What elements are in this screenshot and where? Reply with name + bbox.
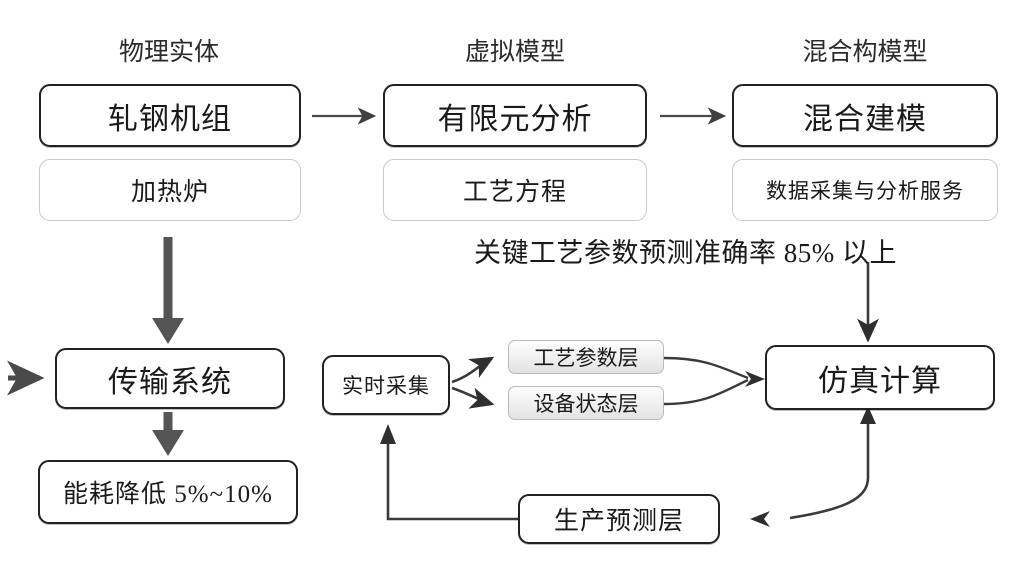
box-process-equation[interactable]: 工艺方程 bbox=[383, 159, 647, 221]
box-rolling-mill[interactable]: 轧钢机组 bbox=[39, 84, 301, 147]
box-energy-reduction-result[interactable]: 能耗降低 5%~10% bbox=[38, 460, 298, 524]
annotation-accuracy-note: 关键工艺参数预测准确率 85% 以上 bbox=[474, 238, 897, 268]
box-production-forecast-layer[interactable]: 生产预测层 bbox=[518, 494, 720, 544]
box-process-parameter-layer[interactable]: 工艺参数层 bbox=[508, 340, 664, 374]
edge-collect-to-process-layer bbox=[451, 356, 495, 384]
edge-equipment-layer-to-simulation bbox=[663, 378, 749, 406]
edge-collect-to-equipment-layer bbox=[451, 386, 495, 409]
box-data-collection-analysis-service[interactable]: 数据采集与分析服务 bbox=[732, 159, 998, 221]
edge-process-layer-to-simulation bbox=[663, 356, 749, 380]
box-transport-system[interactable]: 传输系统 bbox=[55, 348, 285, 409]
box-hybrid-modeling[interactable]: 混合建模 bbox=[732, 84, 998, 147]
edge-simulation-to-forecast bbox=[750, 406, 876, 527]
box-finite-element-analysis[interactable]: 有限元分析 bbox=[383, 84, 647, 147]
edge-forecast-to-collect bbox=[380, 424, 518, 521]
edge-transport-to-energy bbox=[152, 412, 184, 456]
column-header-hybrid: 混合构模型 bbox=[802, 39, 928, 66]
column-header-virtual: 虚拟模型 bbox=[464, 39, 565, 66]
box-heating-furnace[interactable]: 加热炉 bbox=[39, 159, 301, 221]
column-header-physical: 物理实体 bbox=[118, 39, 219, 66]
box-realtime-collection[interactable]: 实时采集 bbox=[322, 355, 450, 415]
edge-physical-to-transport bbox=[152, 237, 184, 344]
box-equipment-state-layer[interactable]: 设备状态层 bbox=[508, 386, 664, 420]
box-simulation-computation[interactable]: 仿真计算 bbox=[765, 345, 995, 410]
arrowhead-into-simulation bbox=[745, 371, 765, 387]
